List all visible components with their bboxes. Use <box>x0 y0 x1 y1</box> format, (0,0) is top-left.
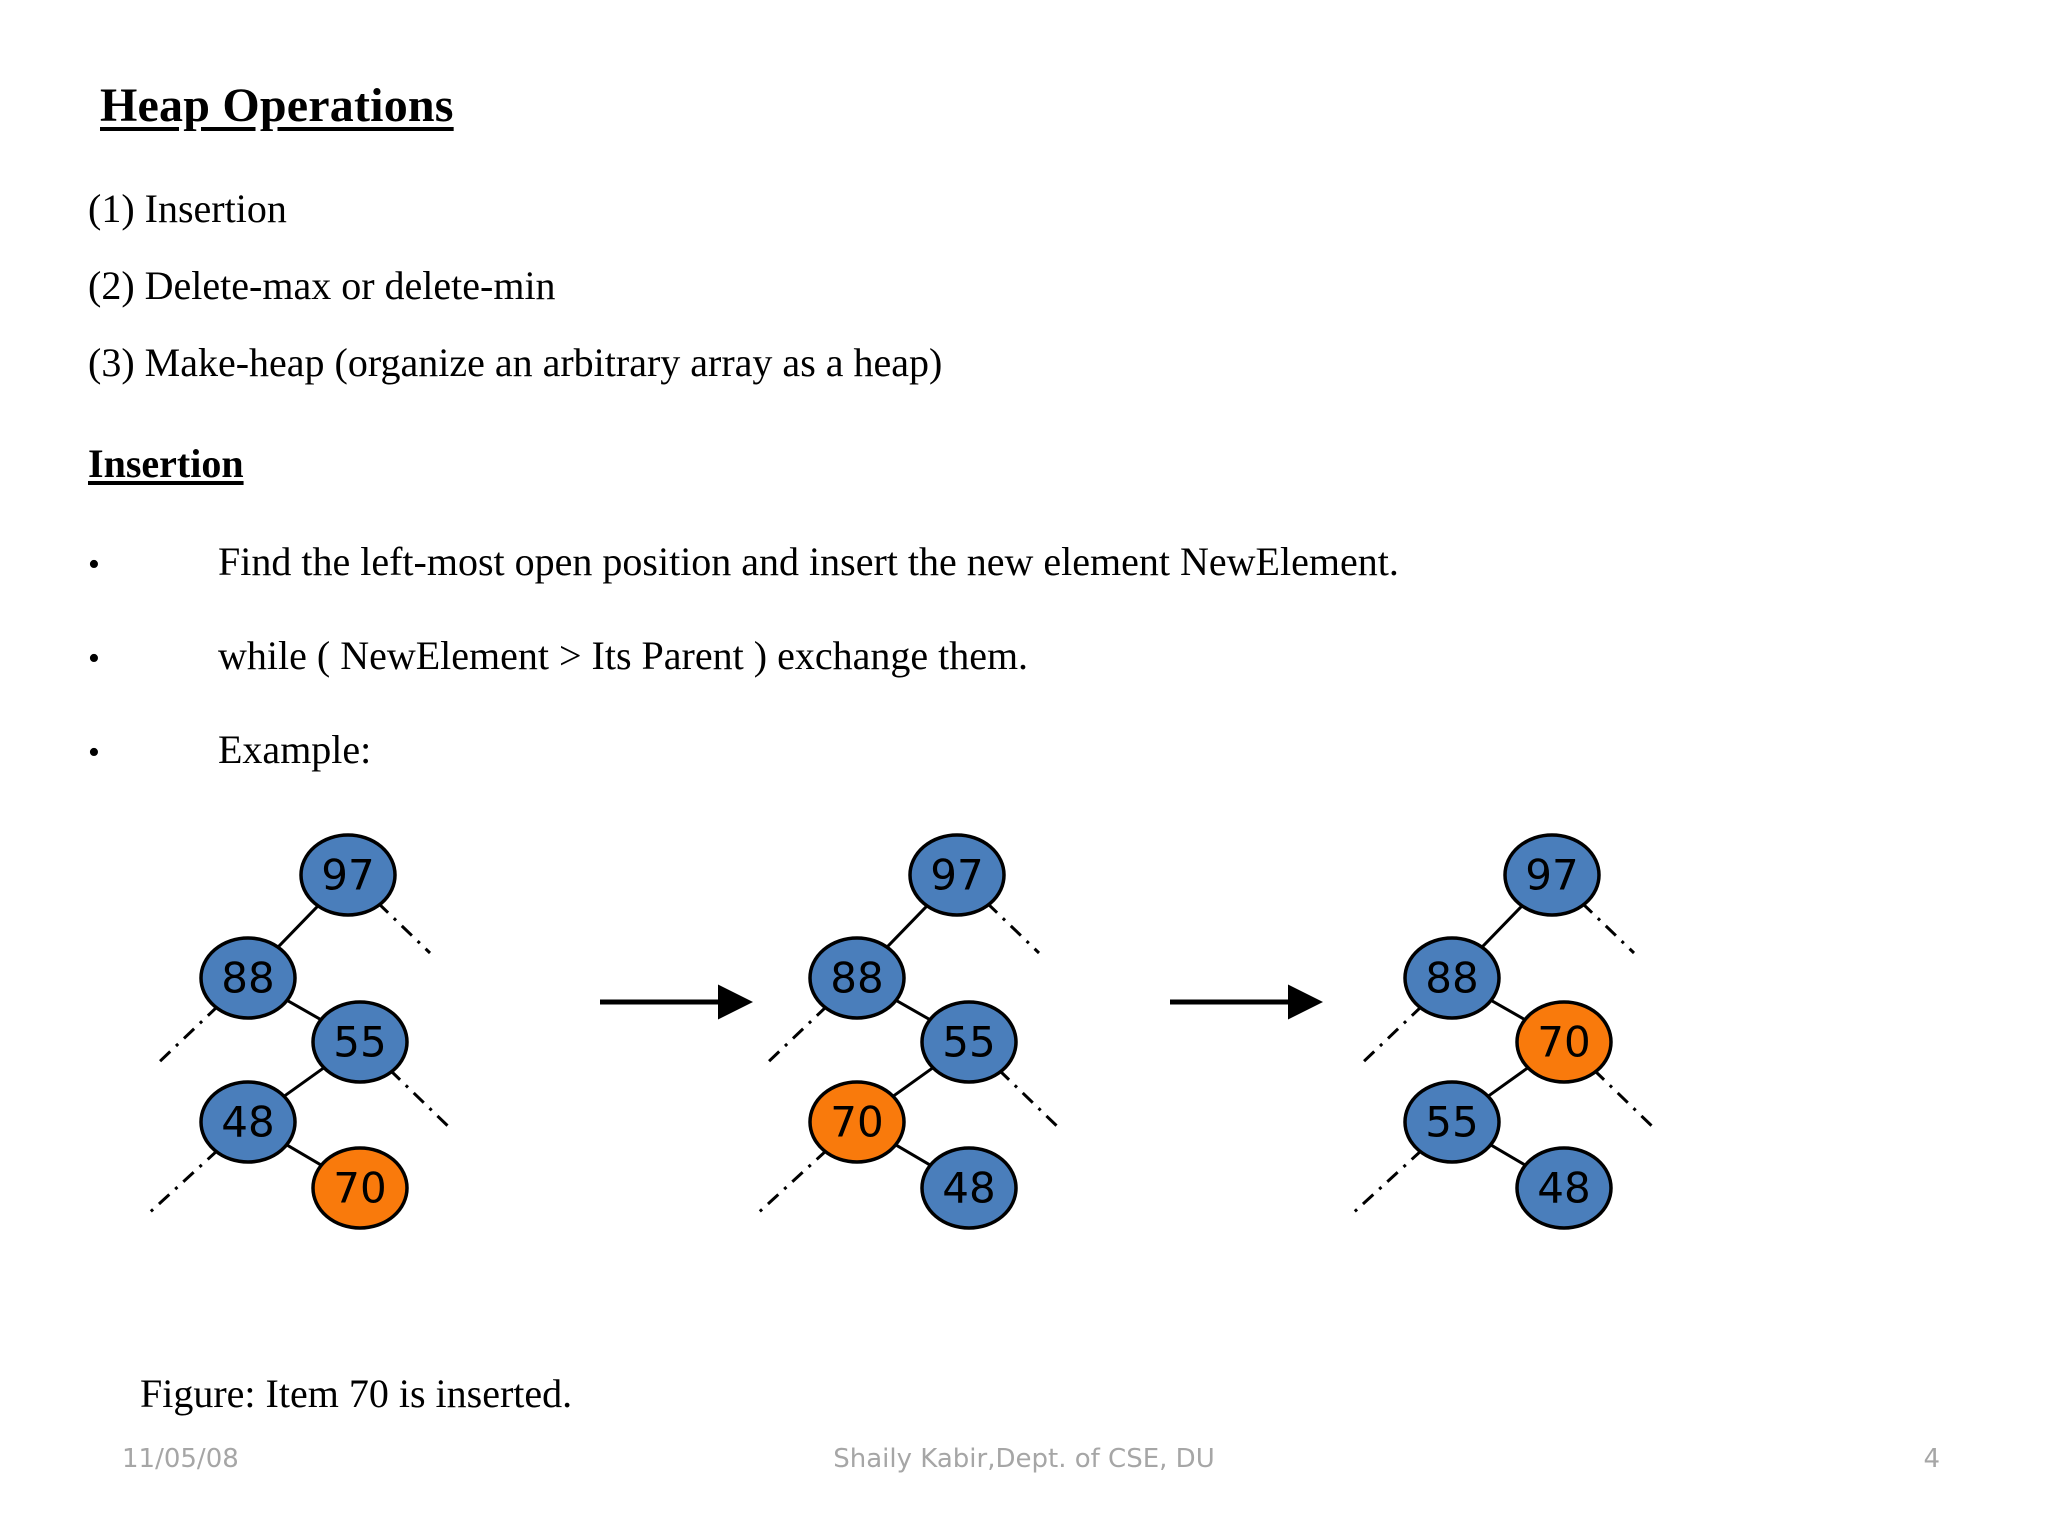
node-label: 97 <box>1525 851 1578 900</box>
tree-node[interactable]: 70 <box>311 1146 409 1230</box>
bullet-item-2: while ( NewElement > Its Parent ) exchan… <box>88 632 1028 679</box>
diagram-canvas: 97 88 55 48 70 97 88 55 70 48 97 88 70 55 48 <box>146 833 1658 1230</box>
tree-edge <box>892 1066 934 1098</box>
numbered-item-2: (2) Delete-max or delete-min <box>88 263 556 308</box>
tree-before: 97 88 55 48 70 <box>146 833 454 1230</box>
phantom-edge <box>388 1068 454 1132</box>
footer-attribution: Shaily Kabir,Dept. of CSE, DU <box>833 1444 1215 1474</box>
phantom-edge <box>755 1148 829 1216</box>
tree-edge <box>286 998 322 1022</box>
heap-insertion-diagram: 97 88 55 48 70 97 88 55 70 48 97 88 70 55 48 <box>0 770 2048 1360</box>
bullet-text: Example: <box>218 727 372 772</box>
node-label: 48 <box>1537 1164 1590 1213</box>
tree-edge <box>894 1143 932 1167</box>
page-title: Heap Operations <box>100 79 454 132</box>
node-shape[interactable] <box>920 1146 1018 1230</box>
tree-node[interactable]: 88 <box>808 936 906 1020</box>
tree-after: 97 88 70 55 48 <box>1350 833 1658 1230</box>
node-label: 88 <box>830 954 883 1003</box>
phantom-edge <box>146 1148 220 1216</box>
node-shape[interactable] <box>808 936 906 1020</box>
numbered-item-3: (3) Make-heap (organize an arbitrary arr… <box>88 340 943 385</box>
tree-node[interactable]: 48 <box>1515 1146 1613 1230</box>
node-shape[interactable] <box>1515 1000 1613 1084</box>
tree-node[interactable]: 70 <box>808 1080 906 1164</box>
bullet-text: Find the left-most open position and ins… <box>218 539 1399 584</box>
phantom-edge <box>985 901 1041 955</box>
tree-edge <box>1487 1066 1529 1098</box>
section-heading-insertion: Insertion <box>88 441 244 486</box>
node-label: 70 <box>1537 1018 1590 1067</box>
tree-node[interactable]: 97 <box>1503 833 1601 917</box>
phantom-edge <box>1580 901 1636 955</box>
node-shape[interactable] <box>311 1146 409 1230</box>
tree-node[interactable]: 55 <box>1403 1080 1501 1164</box>
node-shape[interactable] <box>299 833 397 917</box>
footer-page-number: 4 <box>1923 1444 1940 1474</box>
node-shape[interactable] <box>1515 1146 1613 1230</box>
tree-edge <box>895 998 931 1022</box>
node-shape[interactable] <box>199 1080 297 1164</box>
tree-edge <box>285 1143 323 1167</box>
node-shape[interactable] <box>311 1000 409 1084</box>
node-label: 70 <box>830 1098 883 1147</box>
phantom-edge <box>762 1004 829 1068</box>
tree-node[interactable]: 55 <box>311 1000 409 1084</box>
tree-node[interactable]: 88 <box>1403 936 1501 1020</box>
bullet-dot-icon <box>88 632 218 679</box>
node-label: 55 <box>333 1018 386 1067</box>
phantom-edge <box>997 1068 1063 1132</box>
tree-edge <box>1490 998 1526 1022</box>
node-label: 48 <box>942 1164 995 1213</box>
numbered-item-1: (1) Insertion <box>88 186 287 231</box>
bullet-item-1: Find the left-most open position and ins… <box>88 538 1399 585</box>
tree-edge <box>1480 904 1524 949</box>
phantom-edge <box>1350 1148 1424 1216</box>
bullet-item-3: Example: <box>88 726 371 773</box>
node-label: 88 <box>1425 954 1478 1003</box>
tree-mid: 97 88 55 70 48 <box>755 833 1063 1230</box>
slide-footer: 11/05/08 Shaily Kabir,Dept. of CSE, DU 4 <box>0 1444 2048 1504</box>
tree-node[interactable]: 48 <box>199 1080 297 1164</box>
node-label: 88 <box>221 954 274 1003</box>
node-label: 70 <box>333 1164 386 1213</box>
node-label: 48 <box>221 1098 274 1147</box>
node-label: 97 <box>930 851 983 900</box>
tree-edge <box>1489 1143 1527 1167</box>
tree-node[interactable]: 97 <box>908 833 1006 917</box>
phantom-edge <box>1357 1004 1424 1068</box>
tree-edge <box>276 904 320 949</box>
phantom-edge <box>376 901 432 955</box>
figure-caption: Figure: Item 70 is inserted. <box>140 1371 573 1416</box>
node-shape[interactable] <box>199 936 297 1020</box>
node-shape[interactable] <box>908 833 1006 917</box>
tree-node[interactable]: 55 <box>920 1000 1018 1084</box>
tree-node[interactable]: 88 <box>199 936 297 1020</box>
node-label: 55 <box>942 1018 995 1067</box>
node-label: 97 <box>321 851 374 900</box>
bullet-text: while ( NewElement > Its Parent ) exchan… <box>218 633 1029 678</box>
node-shape[interactable] <box>920 1000 1018 1084</box>
footer-date: 11/05/08 <box>122 1444 239 1474</box>
bullet-dot-icon <box>88 538 218 585</box>
tree-edge <box>283 1066 325 1098</box>
node-shape[interactable] <box>808 1080 906 1164</box>
phantom-edge <box>153 1004 220 1068</box>
node-label: 55 <box>1425 1098 1478 1147</box>
node-shape[interactable] <box>1403 936 1501 1020</box>
tree-node[interactable]: 70 <box>1515 1000 1613 1084</box>
tree-node[interactable]: 97 <box>299 833 397 917</box>
node-shape[interactable] <box>1503 833 1601 917</box>
bullet-dot-icon <box>88 726 218 773</box>
node-shape[interactable] <box>1403 1080 1501 1164</box>
tree-node[interactable]: 48 <box>920 1146 1018 1230</box>
tree-edge <box>885 904 929 949</box>
phantom-edge <box>1592 1068 1658 1132</box>
